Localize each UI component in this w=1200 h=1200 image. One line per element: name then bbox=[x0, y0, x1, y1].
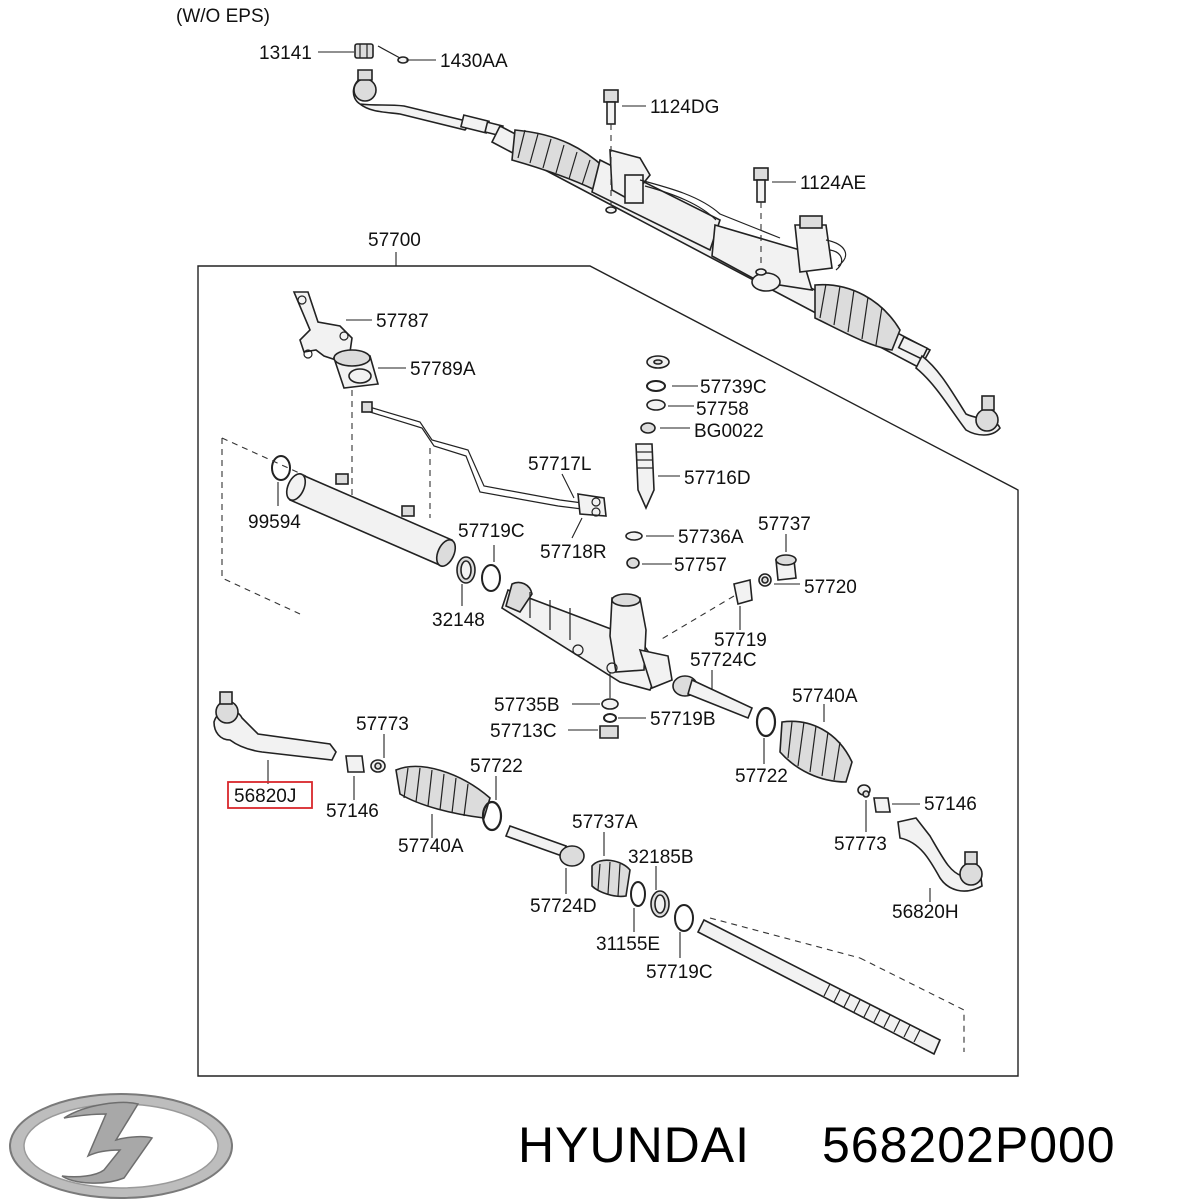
label-57722-left: 57722 bbox=[470, 756, 523, 777]
label-57146-right: 57146 bbox=[924, 794, 977, 815]
bushing-57737A bbox=[591, 832, 631, 898]
snap-ring-31155E bbox=[630, 881, 646, 932]
o-ring-57719C-bottom bbox=[674, 904, 694, 932]
seal-32148 bbox=[456, 556, 476, 584]
label-57719C-top: 57719C bbox=[458, 521, 525, 542]
label-32185B: 32185B bbox=[628, 847, 694, 868]
part-number: 568202P000 bbox=[822, 1117, 1116, 1173]
bolt-1124DG bbox=[603, 89, 619, 214]
rack-housing bbox=[501, 581, 673, 698]
o-ring-99594 bbox=[271, 455, 291, 481]
nut-57720 bbox=[758, 573, 800, 587]
label-57722-right: 57722 bbox=[735, 766, 788, 787]
label-57757: 57757 bbox=[674, 555, 727, 576]
label-99594: 99594 bbox=[248, 512, 301, 533]
label-57735B: 57735B bbox=[494, 695, 560, 716]
label-57718R: 57718R bbox=[540, 542, 607, 563]
bushing-57737 bbox=[775, 534, 797, 581]
cylinder-tube bbox=[285, 472, 457, 568]
mounting-bracket bbox=[292, 291, 372, 361]
boot-57740A-left bbox=[395, 765, 491, 838]
label-13141: 13141 bbox=[259, 43, 312, 64]
label-1430AA: 1430AA bbox=[440, 51, 508, 72]
label-57737: 57737 bbox=[758, 514, 811, 535]
label-57720: 57720 bbox=[804, 577, 857, 598]
label-57716D: 57716D bbox=[684, 468, 751, 489]
o-ring-57719C-top bbox=[481, 564, 501, 592]
fluid-tubes bbox=[361, 401, 607, 539]
top-right-boot bbox=[814, 283, 901, 351]
bushing-57789A bbox=[332, 349, 406, 505]
top-assembly bbox=[318, 43, 1001, 436]
seal-32185B bbox=[650, 866, 670, 918]
label-BG0022: BG0022 bbox=[694, 421, 764, 442]
label-57724D: 57724D bbox=[530, 896, 597, 917]
label-1124AE: 1124AE bbox=[800, 173, 866, 194]
label-57739C: 57739C bbox=[700, 377, 767, 398]
label-57717L: 57717L bbox=[528, 454, 591, 475]
label-32148: 32148 bbox=[432, 610, 485, 631]
label-57146-left: 57146 bbox=[326, 801, 379, 822]
nut-57773-left bbox=[370, 734, 386, 773]
label-56820J: 56820J bbox=[234, 786, 296, 807]
label-56820H: 56820H bbox=[892, 902, 959, 923]
castle-nut bbox=[354, 43, 374, 59]
tie-rod-end-56820J bbox=[213, 691, 337, 784]
highlight-box-56820J bbox=[227, 781, 313, 809]
label-57724C: 57724C bbox=[690, 650, 757, 671]
variant-note: (W/O EPS) bbox=[176, 6, 270, 27]
label-57719B: 57719B bbox=[650, 709, 716, 730]
label-57758: 57758 bbox=[696, 399, 749, 420]
top-rack-housing bbox=[490, 124, 932, 370]
tie-rod-end-56820H bbox=[897, 817, 983, 902]
label-57737A: 57737A bbox=[572, 812, 638, 833]
label-57787: 57787 bbox=[376, 311, 429, 332]
valve-stack bbox=[625, 355, 698, 569]
top-right-tie-rod-end bbox=[914, 354, 1001, 436]
label-57719C-bottom: 57719C bbox=[646, 962, 713, 983]
label-57713C: 57713C bbox=[490, 721, 557, 742]
jam-nut-57146-left bbox=[345, 755, 365, 800]
label-57719: 57719 bbox=[714, 630, 767, 651]
nut-57773-right bbox=[857, 784, 871, 832]
nut-stack bbox=[568, 698, 646, 739]
assembly-label: 57700 bbox=[368, 230, 421, 251]
yoke-57719 bbox=[659, 578, 753, 641]
top-left-boot bbox=[511, 129, 606, 192]
clamp-57722-left bbox=[481, 800, 503, 832]
assembly-frame bbox=[197, 265, 1019, 1077]
brand-name: HYUNDAI bbox=[518, 1117, 750, 1173]
label-57773-right: 57773 bbox=[834, 834, 887, 855]
cotter-pin bbox=[377, 45, 409, 64]
label-57773-left: 57773 bbox=[356, 714, 409, 735]
inner-tie-rod-lower bbox=[504, 824, 585, 894]
boot-57740A-right bbox=[779, 704, 853, 783]
inner-tie-rod-upper bbox=[672, 670, 754, 720]
label-31155E: 31155E bbox=[596, 934, 660, 955]
rack-bar bbox=[696, 917, 965, 1056]
hyundai-logo-icon bbox=[9, 1093, 233, 1199]
label-1124DG: 1124DG bbox=[650, 97, 719, 118]
jam-nut-57146-right bbox=[873, 797, 920, 813]
label-57736A: 57736A bbox=[678, 527, 744, 548]
label-57740A-left: 57740A bbox=[398, 836, 464, 857]
bolt-1124AE bbox=[753, 167, 769, 276]
label-57789A: 57789A bbox=[410, 359, 476, 380]
clamp-57722-right bbox=[755, 706, 777, 738]
label-57740A-right: 57740A bbox=[792, 686, 858, 707]
